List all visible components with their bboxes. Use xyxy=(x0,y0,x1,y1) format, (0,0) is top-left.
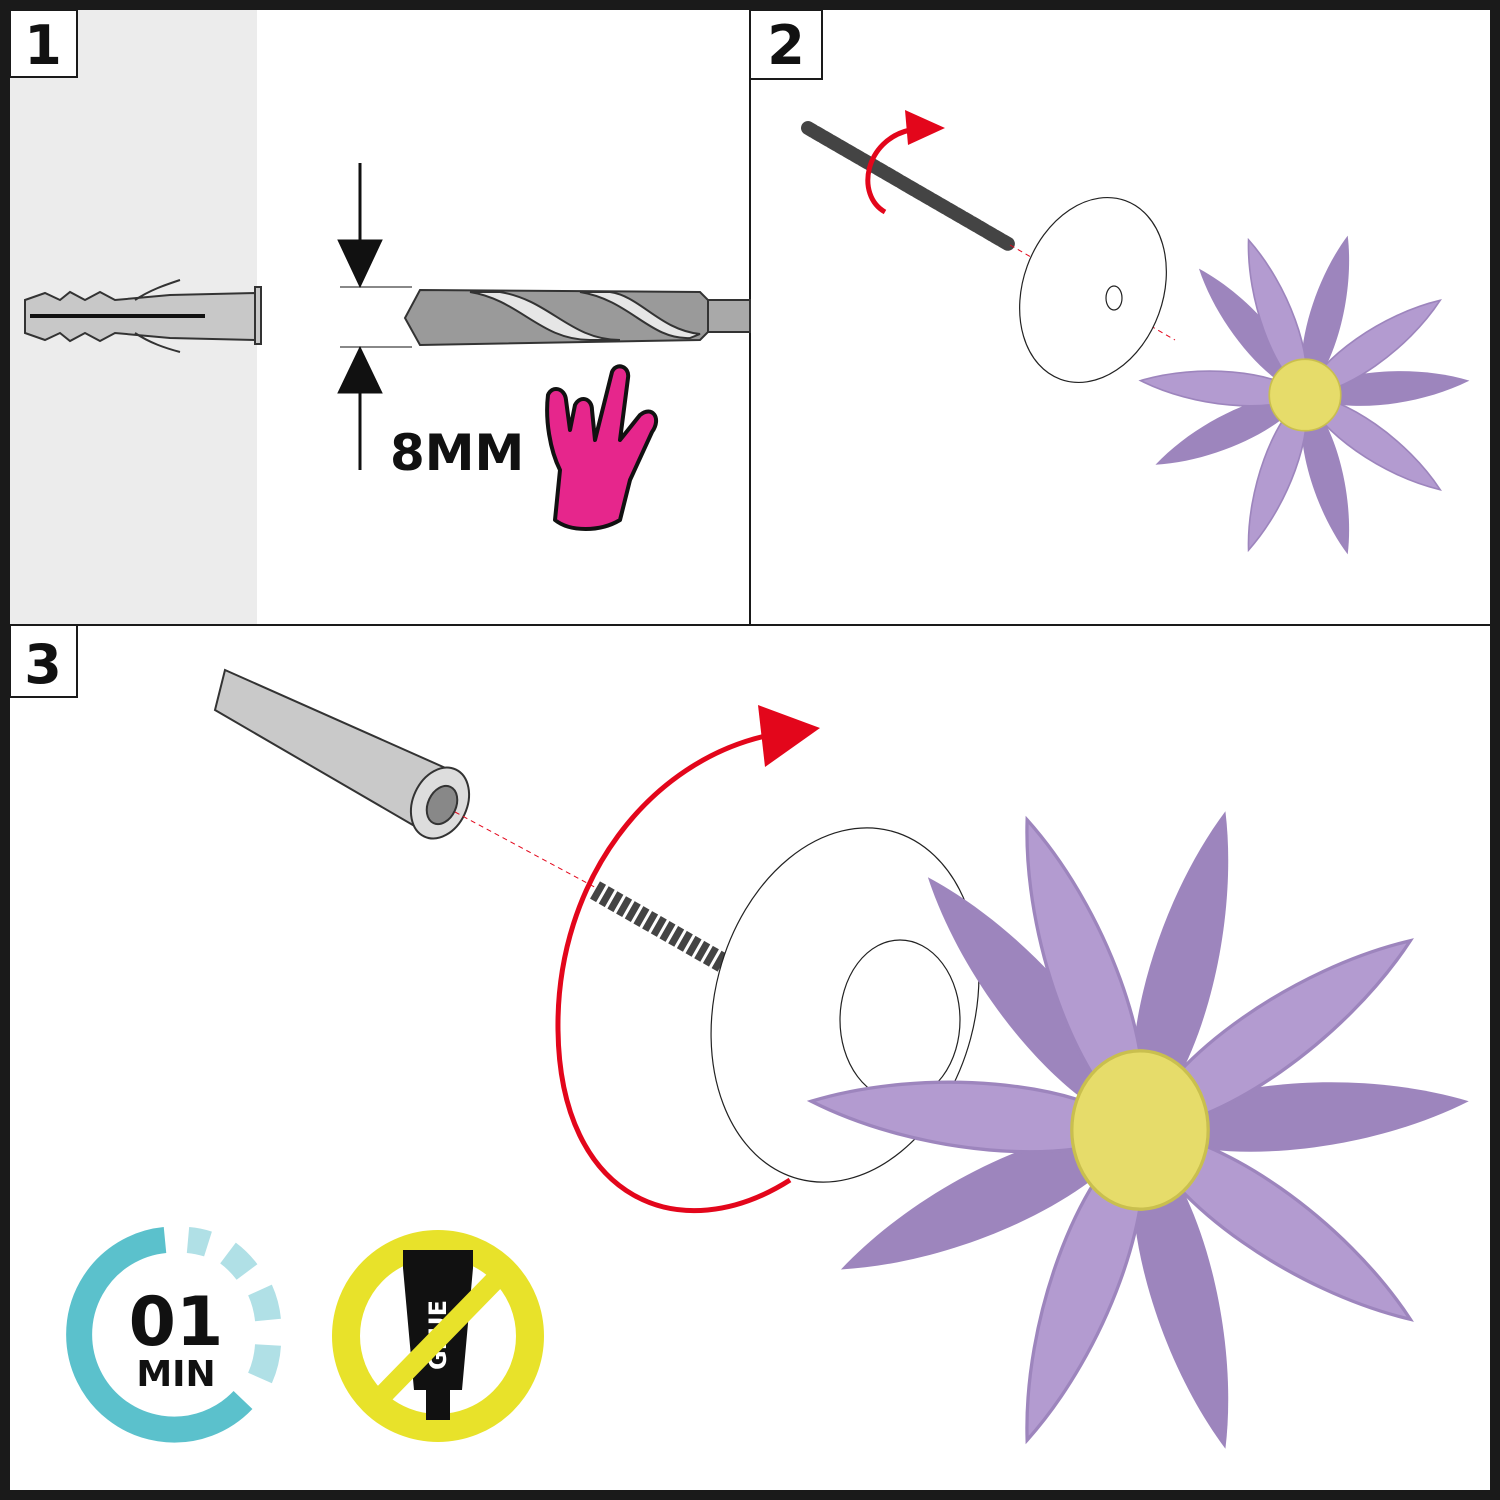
timer-unit: MIN xyxy=(136,1354,215,1395)
drill-size-label: 8MM xyxy=(390,424,524,482)
screw-icon xyxy=(590,881,740,979)
rock-hand-icon xyxy=(545,364,659,531)
prohibited-slash-icon xyxy=(372,1268,508,1405)
drill-bit-icon xyxy=(403,288,751,347)
rotate-arrow-icon xyxy=(865,110,945,215)
screw-icon xyxy=(801,121,1017,252)
wall-plug-icon xyxy=(24,279,262,353)
no-glue-badge: GLUE xyxy=(332,1230,544,1442)
rotate-arrow-large-icon xyxy=(555,705,820,1214)
timer-remaining-segments xyxy=(186,1227,281,1384)
wall-plug-3d-icon xyxy=(213,668,471,840)
step-3-number-badge: 3 xyxy=(9,624,78,698)
flower-knob-icon xyxy=(806,802,1472,1458)
timer-value: 01 xyxy=(129,1283,224,1362)
flower-knob-small-icon xyxy=(1138,231,1471,559)
step-number: 1 xyxy=(24,14,62,77)
step-2-number-badge: 2 xyxy=(749,9,823,80)
alignment-line xyxy=(454,811,601,891)
step-number: 3 xyxy=(24,633,62,696)
rosette-disc-icon xyxy=(1019,196,1167,384)
diameter-dimension xyxy=(337,163,412,470)
step-number: 2 xyxy=(767,14,805,77)
timer-badge: 01 MIN xyxy=(66,1227,281,1443)
step-1-number-badge: 1 xyxy=(9,9,78,78)
